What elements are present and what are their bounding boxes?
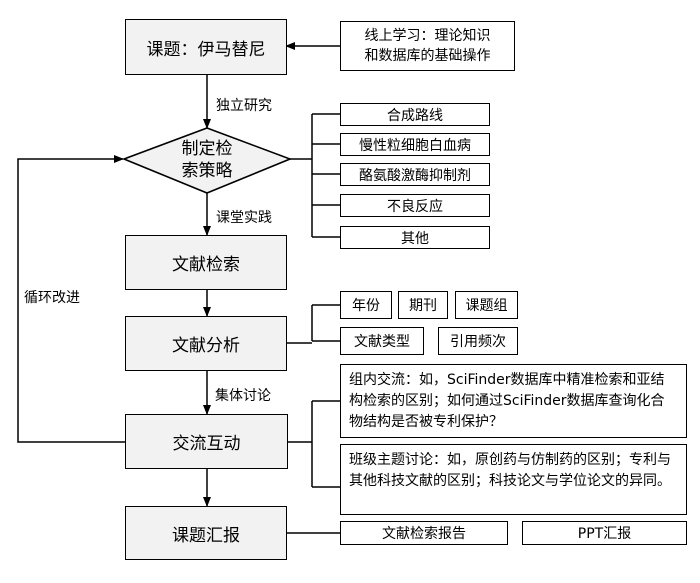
strategy-item-other: 其他: [340, 226, 490, 249]
report-item-label: 文献检索报告: [382, 526, 466, 542]
topic-text: 课题：伊马替尼: [146, 39, 266, 60]
topic-box: 课题：伊马替尼: [125, 19, 287, 75]
strategy-item-label: 酪氨酸激酶抑制剂: [359, 167, 471, 184]
class-discussion-box: 班级主题讨论：如，原创药与仿制药的区别；专利与其他科技文献的区别；科技论文与学位…: [340, 444, 687, 515]
strategy-item-label: 其他: [401, 230, 429, 247]
strategy-diamond: [121, 127, 293, 194]
retrieval-box: 文献检索: [125, 235, 287, 290]
edge-label-practice: 课堂实践: [216, 210, 272, 226]
analysis-text: 文献分析: [172, 336, 240, 356]
group-exchange-box: 组内交流：如，SciFinder数据库中精准检索和亚结构检索的区别；如何通过Sc…: [340, 364, 687, 438]
class-discussion-text: 班级主题讨论：如，原创药与仿制药的区别；专利与其他科技文献的区别；科技论文与学位…: [349, 452, 671, 489]
strategy-item-synthesis: 合成路线: [340, 103, 490, 126]
loop-arrow: [17, 155, 125, 443]
report-item-literature: 文献检索报告: [340, 521, 508, 545]
analysis-item-label: 引用频次: [450, 334, 506, 350]
analysis-item-year: 年份: [340, 291, 392, 319]
analysis-item-citations: 引用频次: [438, 327, 518, 355]
strategy-item-adverse: 不良反应: [340, 194, 490, 217]
edge-label-group-discussion: 集体讨论: [215, 388, 271, 404]
analysis-item-label: 年份: [352, 298, 380, 314]
analysis-box: 文献分析: [125, 316, 287, 371]
online-learning-line-2: 和数据库的基础操作: [364, 48, 491, 64]
interaction-text: 交流互动: [172, 434, 241, 454]
strategy-item-label: 合成路线: [387, 107, 443, 124]
online-learning-line-1: 线上学习：理论知识: [364, 28, 491, 44]
online-learning-box: 线上学习：理论知识 和数据库的基础操作: [340, 21, 515, 71]
strategy-line-2: 索策略: [181, 161, 233, 181]
analysis-item-journal: 期刊: [398, 291, 448, 319]
group-exchange-text: 组内交流：如，SciFinder数据库中精准检索和亚结构检索的区别；如何通过Sc…: [349, 372, 665, 430]
strategy-line-1: 制定检: [181, 139, 233, 159]
analysis-item-group: 课题组: [455, 291, 518, 319]
edge-label-loop: 循环改进: [24, 290, 80, 306]
strategy-item-cml: 慢性粒细胞白血病: [340, 133, 490, 156]
report-text: 课题汇报: [172, 525, 240, 546]
analysis-item-type: 文献类型: [340, 327, 424, 355]
strategy-item-tki: 酪氨酸激酶抑制剂: [340, 163, 490, 186]
analysis-item-label: 文献类型: [354, 334, 410, 350]
edge-label-independent: 独立研究: [216, 98, 272, 114]
strategy-item-label: 慢性粒细胞白血病: [359, 137, 471, 154]
report-item-label: PPT汇报: [577, 526, 632, 542]
retrieval-text: 文献检索: [172, 255, 240, 275]
analysis-item-label: 课题组: [465, 298, 508, 314]
strategy-text: 制定检 索策略: [160, 138, 254, 182]
analysis-item-label: 期刊: [409, 298, 437, 314]
interaction-box: 交流互动: [125, 414, 288, 469]
strategy-item-label: 不良反应: [387, 198, 443, 215]
report-item-ppt: PPT汇报: [522, 521, 687, 545]
report-box: 课题汇报: [125, 506, 287, 560]
